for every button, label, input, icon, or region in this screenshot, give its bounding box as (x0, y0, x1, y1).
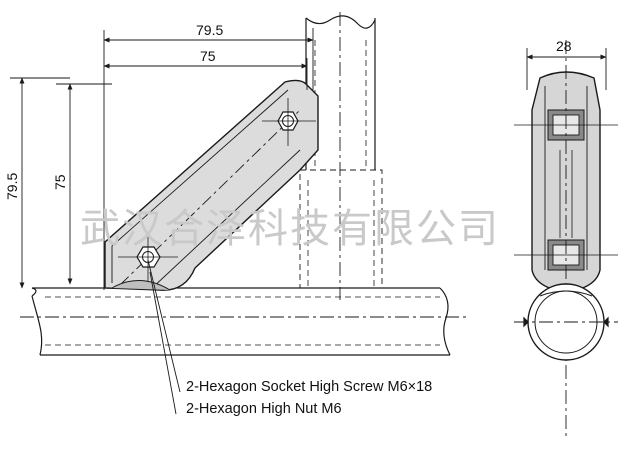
dim-left-inner: 75 (52, 174, 68, 190)
dim-top-outer: 79.5 (196, 22, 223, 38)
callout-nut: 2-Hexagon High Nut M6 (186, 401, 342, 417)
horizontal-pipe (20, 287, 470, 356)
side-view (514, 40, 618, 440)
diagonal-joint (104, 79, 319, 291)
hex-nut-lower (118, 236, 178, 282)
dim-side-width: 28 (556, 38, 572, 54)
dimension-lines (10, 28, 314, 415)
dim-left-outer: 79.5 (4, 173, 20, 200)
dim-top-inner: 75 (200, 48, 216, 64)
callout-screw: 2-Hexagon Socket High Screw M6×18 (186, 379, 432, 395)
watermark-text: 武汉合泽科技有限公司 (80, 206, 500, 252)
front-view (20, 12, 470, 356)
hex-nut-upper (262, 98, 316, 146)
